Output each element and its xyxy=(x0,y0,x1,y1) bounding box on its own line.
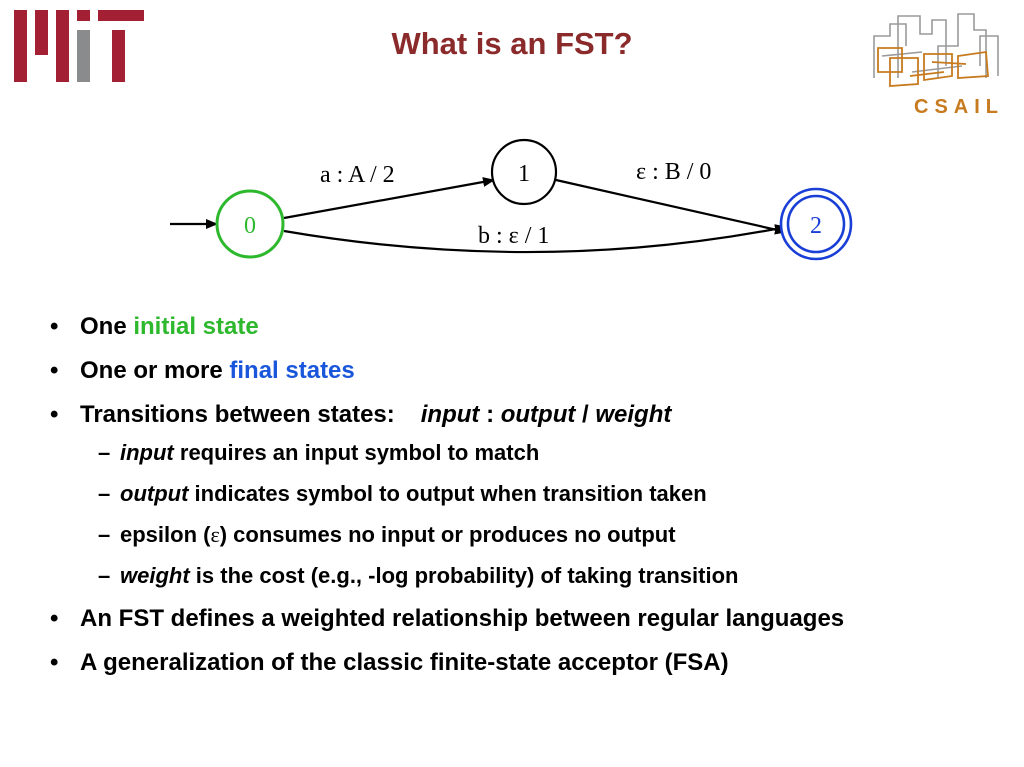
state-2-inner-circle xyxy=(786,194,846,254)
bullet-text: A generalization of the classic finite-s… xyxy=(80,649,729,676)
edge-1-2 xyxy=(555,178,787,235)
bullet-text: Transitions between states: xyxy=(80,401,395,428)
sub-bullet-term: weight xyxy=(120,563,190,588)
slide-title: What is an FST? xyxy=(391,26,633,61)
sub-bullet-output: –output indicates symbol to output when … xyxy=(46,480,1006,508)
state-2-label: 2 xyxy=(810,213,822,239)
edge-0-1-label: a : A / 2 xyxy=(320,162,395,188)
bullet-mark: • xyxy=(50,649,59,676)
edge-1-2-label: ε : B / 0 xyxy=(636,159,711,185)
bullet-generalization: • A generalization of the classic finite-… xyxy=(46,648,1006,678)
bullet-text: One xyxy=(80,313,134,340)
bullet-weight-term: weight xyxy=(595,401,672,428)
bullet-mark: • xyxy=(50,605,59,632)
bullet-mark: • xyxy=(50,401,59,428)
bullet-input-term: input xyxy=(420,401,480,428)
bullet-slash: / xyxy=(575,401,596,428)
bullet-final-states: • One or more final states xyxy=(46,356,1006,386)
bullet-highlight: final states xyxy=(229,357,355,384)
bullet-mark: • xyxy=(50,357,59,384)
mit-logo xyxy=(14,10,144,82)
edge-0-2-label: b : ε / 1 xyxy=(478,223,549,249)
bullet-list: • One initial state • One or more final st… xyxy=(46,312,1006,692)
dash-mark: – xyxy=(98,440,111,465)
bullet-mark: • xyxy=(50,313,59,340)
sub-bullet-text: epsilon ( xyxy=(120,522,211,547)
dash-mark: – xyxy=(98,563,111,588)
bullet-fst-definition: • An FST defines a weighted relationship … xyxy=(46,604,920,634)
sub-bullet-epsilon: –epsilon (ε) consumes no input or produc… xyxy=(46,521,1006,549)
sub-bullet-term: input xyxy=(120,440,174,465)
state-0-circle xyxy=(215,189,285,259)
bullet-text: One or more xyxy=(80,357,230,384)
edge-0-1 xyxy=(283,177,495,220)
sub-bullet-weight: –weight is the cost (e.g., -log probabil… xyxy=(46,562,1006,590)
state-2-outer-circle xyxy=(779,187,853,261)
bullet-transitions: • Transitions between states: input : outp… xyxy=(46,400,1006,430)
dash-mark: – xyxy=(98,522,111,547)
bullet-text: An FST defines a weighted relationship b… xyxy=(80,605,845,632)
sub-bullet-term: output xyxy=(120,481,189,506)
fst-diagram: 0 1 2 a : A / 2 ε : B / 0 b : ε / 1 xyxy=(170,138,853,261)
bullet-initial-state: • One initial state xyxy=(46,312,1006,342)
bullet-highlight: initial state xyxy=(133,313,259,340)
csail-logo: CSAIL xyxy=(873,13,1004,118)
bullet-colon: : xyxy=(479,401,501,428)
sub-bullet-text: requires an input symbol to match xyxy=(173,440,540,465)
edge-0-2 xyxy=(283,224,787,254)
state-1-label: 1 xyxy=(518,161,530,187)
bullet-output-term: output xyxy=(500,401,576,428)
dash-mark: – xyxy=(98,481,111,506)
sub-bullet-text: is the cost (e.g., -log probability) of … xyxy=(189,563,739,588)
epsilon-symbol: ε xyxy=(210,522,220,547)
state-0-label: 0 xyxy=(244,213,256,239)
sub-bullet-text-rest: ) consumes no input or produces no outpu… xyxy=(219,522,676,547)
sub-bullet-input: –input requires an input symbol to match xyxy=(46,439,1006,467)
csail-logo-text: CSAIL xyxy=(914,96,1004,118)
sub-bullet-text: indicates symbol to output when transiti… xyxy=(188,481,707,506)
state-1-circle xyxy=(490,138,558,206)
